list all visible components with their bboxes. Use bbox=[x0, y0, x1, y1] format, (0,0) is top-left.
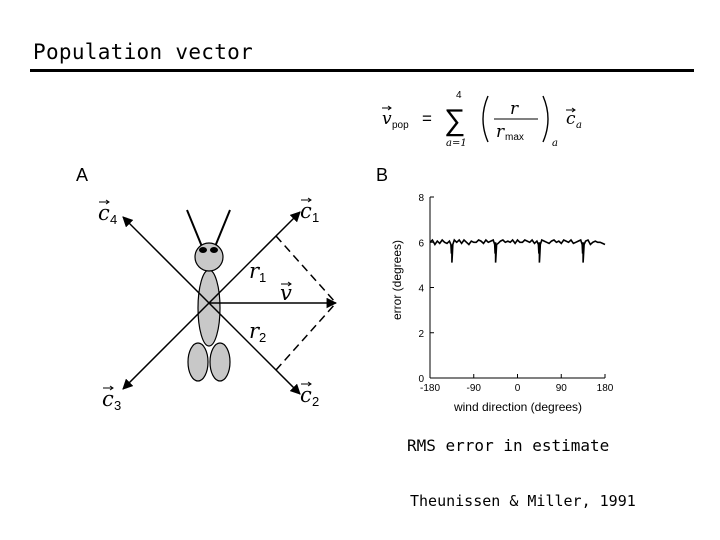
formula-equals: = bbox=[422, 109, 432, 128]
c1-arrow bbox=[208, 211, 301, 304]
x-tick-label: 90 bbox=[556, 383, 568, 394]
cricket-body bbox=[197, 269, 221, 347]
formula-vector-arrowhead bbox=[571, 107, 576, 113]
r2-projection bbox=[275, 302, 337, 371]
chart-ylabel: error (degrees) bbox=[390, 240, 404, 320]
panel-b-label: B bbox=[376, 165, 389, 185]
svg-text:c: c bbox=[102, 387, 114, 411]
eye-left bbox=[199, 247, 207, 253]
y-tick-label: 0 bbox=[418, 374, 424, 385]
figure-caption: RMS error in estimate bbox=[407, 436, 610, 455]
x-tick-label: -90 bbox=[467, 383, 482, 394]
citation: Theunissen & Miller, 1991 bbox=[410, 492, 636, 510]
slide-title: Population vector bbox=[33, 40, 254, 64]
formula-lhs-sub: pop bbox=[392, 120, 409, 131]
r1-projection bbox=[275, 235, 337, 304]
formula-sum-bottom: a=1 bbox=[446, 138, 467, 149]
formula-lhs: v bbox=[382, 109, 392, 129]
eye-right bbox=[210, 247, 218, 253]
formula-paren-sub: a bbox=[552, 138, 558, 149]
v-label: v bbox=[280, 281, 292, 305]
svg-text:c: c bbox=[300, 199, 312, 223]
svg-text:2: 2 bbox=[312, 394, 319, 409]
c2-label: c 2 bbox=[300, 381, 319, 409]
c3-label: c 3 bbox=[102, 385, 121, 413]
r1-label: r 1 bbox=[249, 259, 266, 285]
y-tick-label: 2 bbox=[418, 329, 424, 340]
formula-paren-right bbox=[542, 95, 549, 143]
svg-text:1: 1 bbox=[312, 210, 319, 225]
cercus-right bbox=[209, 342, 231, 382]
formula-lhs-arrowhead bbox=[387, 105, 392, 111]
cercus-left bbox=[187, 342, 209, 382]
c1-label: c 1 bbox=[300, 197, 319, 225]
r2-label: r 2 bbox=[249, 319, 266, 345]
chart-xlabel: wind direction (degrees) bbox=[453, 400, 582, 414]
formula-numerator: r bbox=[510, 99, 519, 119]
population-vector-formula: v pop = 4 ∑ a=1 r r max a c a bbox=[382, 90, 582, 149]
svg-text:c: c bbox=[300, 383, 312, 407]
formula-vector-sub: a bbox=[576, 120, 582, 131]
formula-sum-sign: ∑ bbox=[444, 104, 465, 137]
formula-denominator: r bbox=[496, 122, 505, 142]
c4-label: c 4 bbox=[98, 199, 117, 227]
svg-text:r: r bbox=[249, 259, 261, 283]
error-series-line bbox=[429, 238, 606, 263]
svg-text:1: 1 bbox=[259, 270, 266, 285]
formula-sum-top: 4 bbox=[456, 90, 462, 101]
formula-vector: c bbox=[566, 109, 576, 129]
svg-text:4: 4 bbox=[110, 212, 117, 227]
c4-arrow bbox=[122, 216, 210, 304]
formula-paren-left bbox=[482, 95, 489, 143]
title-rule bbox=[30, 69, 694, 72]
y-tick-label: 6 bbox=[418, 238, 424, 249]
x-tick-label: -180 bbox=[420, 383, 440, 394]
panel-a-label: A bbox=[76, 165, 89, 185]
error-chart: 0 2 4 6 8 -180 -90 0 90 180 error (degrees) wind … bbox=[390, 193, 614, 414]
x-tick-label: 180 bbox=[597, 383, 614, 394]
cricket-head bbox=[194, 242, 224, 272]
formula-denominator-sub: max bbox=[505, 132, 524, 143]
c2-arrow bbox=[208, 302, 301, 395]
cricket-vector-diagram: c 1 c 2 c 3 c 4 r 1 r 2 v bbox=[98, 197, 338, 413]
y-tick-label: 8 bbox=[418, 193, 424, 204]
svg-text:v: v bbox=[280, 281, 292, 305]
svg-text:c: c bbox=[98, 201, 110, 225]
svg-text:r: r bbox=[249, 319, 261, 343]
c3-arrow bbox=[122, 302, 210, 390]
svg-text:2: 2 bbox=[259, 330, 266, 345]
x-tick-label: 0 bbox=[515, 383, 521, 394]
svg-text:3: 3 bbox=[114, 398, 121, 413]
y-tick-label: 4 bbox=[418, 284, 424, 295]
